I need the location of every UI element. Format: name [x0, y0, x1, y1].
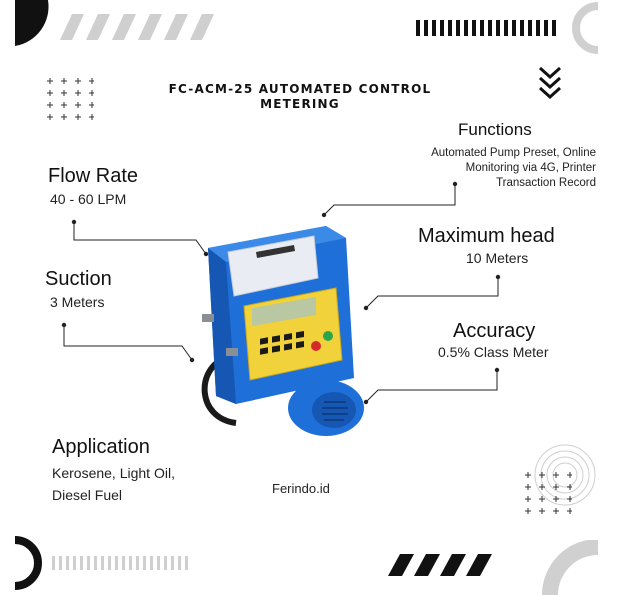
application-label: Application	[52, 436, 150, 458]
flow-rate-label: Flow Rate	[48, 165, 139, 187]
suction-value: 3 Meters	[50, 294, 105, 310]
flow-rate-value: 40 - 60 LPM	[50, 191, 127, 207]
plus-grid-decoration	[47, 78, 94, 120]
brand-name: Ferindo.id	[272, 481, 330, 496]
top-left-decoration	[15, 0, 214, 46]
ripple-decoration	[534, 444, 596, 506]
page-title: FC-ACM-25 AUTOMATED CONTROL METERING	[168, 82, 432, 111]
top-right-decoration	[416, 2, 599, 54]
accuracy-value: 0.5% Class Meter	[438, 344, 549, 360]
suction-label: Suction	[45, 268, 112, 290]
accuracy-label: Accuracy	[453, 320, 536, 342]
maximum-head-value: 10 Meters	[466, 250, 529, 266]
metering-device-image	[201, 226, 364, 436]
bottom-left-decoration	[14, 536, 188, 590]
functions-label: Functions	[458, 120, 532, 139]
chevron-down-icon	[538, 66, 562, 100]
plus-grid-decoration-right	[525, 472, 572, 514]
application-value-2: Diesel Fuel	[52, 487, 123, 503]
maximum-head-label: Maximum head	[418, 225, 555, 247]
bottom-right-decoration	[388, 540, 599, 595]
functions-text: Automated Pump Preset, Online Monitoring…	[431, 147, 596, 189]
application-value-1: Kerosene, Light Oil,	[52, 465, 175, 481]
